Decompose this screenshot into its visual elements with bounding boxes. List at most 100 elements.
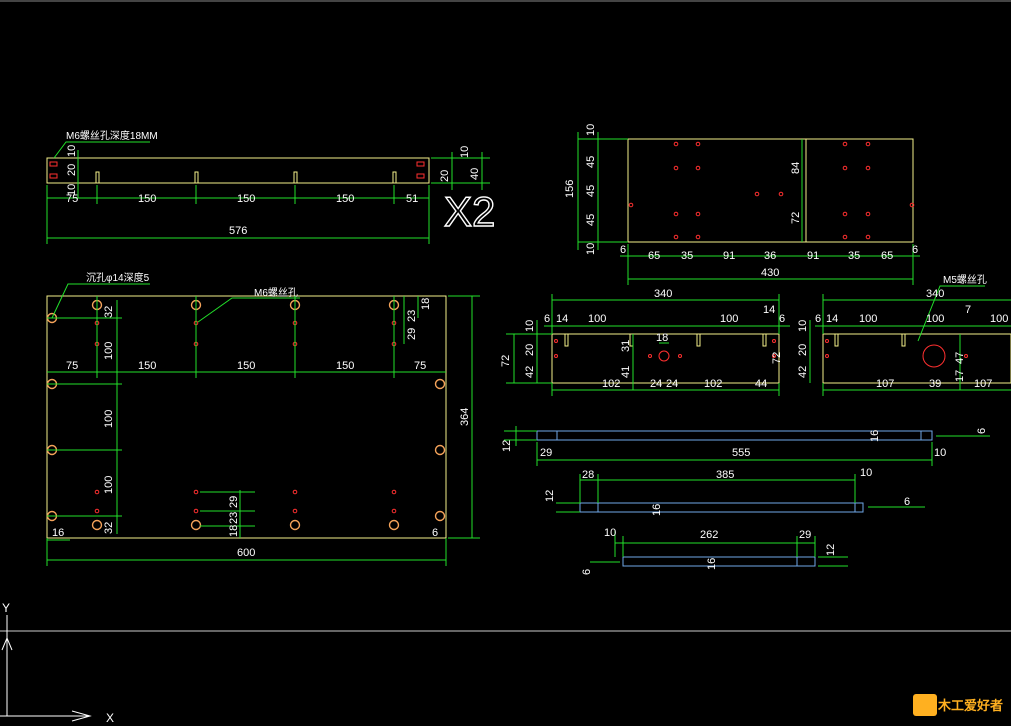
m6-hole bbox=[292, 508, 298, 514]
ucs-axes: Y X bbox=[0, 601, 1011, 725]
dim-label: 10 bbox=[66, 145, 78, 157]
dim-label: 10 bbox=[66, 184, 78, 196]
hole-marker bbox=[648, 354, 652, 358]
dim-label: 7 bbox=[965, 304, 971, 316]
slot bbox=[293, 171, 298, 184]
dim-label: 51 bbox=[406, 193, 418, 205]
hole-marker bbox=[772, 339, 776, 343]
dim-label: 45 bbox=[585, 185, 597, 197]
dim-label: 102 bbox=[602, 378, 620, 390]
dim-label: 150 bbox=[336, 193, 354, 205]
dim-label: 18 bbox=[228, 525, 240, 537]
dim-label: 29 bbox=[228, 496, 240, 508]
counterbore-hole bbox=[434, 510, 446, 522]
dim-label: 47 bbox=[954, 352, 966, 364]
hole-marker bbox=[772, 354, 776, 358]
dim-label: 150 bbox=[138, 193, 156, 205]
profile-b-drawing: M5螺丝孔 340 6 14 100 100 100 7 47 17 107 3… bbox=[815, 274, 1011, 396]
dim-label: 20 bbox=[439, 170, 451, 182]
dim-label: 75 bbox=[66, 360, 78, 372]
hole-marker bbox=[964, 354, 968, 358]
large-plate-drawing: 沉孔φ14深度5 M6螺丝孔 75 150 150 150 75 32 100 … bbox=[46, 271, 480, 566]
m6-hole bbox=[391, 489, 397, 495]
dim-label: 10 bbox=[585, 243, 597, 255]
m6-hole bbox=[391, 508, 397, 514]
dim-label: 107 bbox=[876, 378, 894, 390]
leader-line bbox=[197, 297, 300, 323]
dim-label: 16 bbox=[52, 527, 64, 539]
dim-label: 100 bbox=[103, 476, 115, 494]
rod-3 bbox=[622, 556, 816, 567]
dim-label: 6 bbox=[904, 496, 910, 508]
plate-hole bbox=[842, 234, 848, 240]
dim-label: 150 bbox=[237, 360, 255, 372]
dim-label: 16 bbox=[706, 558, 718, 570]
leader-line bbox=[51, 283, 150, 319]
dim-label: 44 bbox=[755, 378, 767, 390]
dim-label: 12 bbox=[501, 440, 513, 452]
dim-label: 18 bbox=[420, 298, 432, 310]
dim-label: 100 bbox=[103, 410, 115, 428]
counterbore-hole bbox=[434, 378, 446, 390]
dim-label: 29 bbox=[540, 447, 552, 459]
dim-label: 100 bbox=[859, 313, 877, 325]
dim-label: 65 bbox=[648, 250, 660, 262]
slot bbox=[194, 171, 199, 184]
right-plate-drawing: 10 45 45 45 10 156 84 72 6 65 35 91 36 9… bbox=[564, 124, 920, 285]
dim-label: 39 bbox=[929, 378, 941, 390]
quantity-label: X2 bbox=[444, 188, 495, 235]
dim-label: 41 bbox=[620, 366, 632, 378]
slot bbox=[95, 171, 100, 184]
dim-label: 385 bbox=[716, 469, 734, 481]
dim-label: 29 bbox=[406, 328, 418, 340]
dim-label: 156 bbox=[564, 180, 576, 198]
dim-label: 102 bbox=[704, 378, 722, 390]
plate-hole bbox=[865, 141, 871, 147]
watermark-logo: 木工爱好者 bbox=[913, 694, 1003, 716]
profile-a-outline bbox=[551, 333, 780, 384]
dim-label: 100 bbox=[990, 313, 1008, 325]
dim-label: 430 bbox=[761, 267, 779, 279]
slot bbox=[564, 333, 569, 347]
plate-hole bbox=[865, 165, 871, 171]
rod-1 bbox=[536, 430, 933, 441]
plate-hole bbox=[842, 211, 848, 217]
top-bar-outline bbox=[46, 157, 430, 184]
dim-label: 12 bbox=[825, 544, 837, 556]
dim-label: 14 bbox=[556, 313, 568, 325]
dim-label: 45 bbox=[585, 214, 597, 226]
m6-hole bbox=[292, 489, 298, 495]
counterbore-hole bbox=[289, 519, 301, 531]
dim-label: 555 bbox=[732, 447, 750, 459]
plate-hole bbox=[673, 234, 679, 240]
slot bbox=[696, 333, 701, 347]
large-plate-outline bbox=[46, 295, 447, 539]
dim-label: 364 bbox=[459, 408, 471, 426]
dim-label: 10 bbox=[524, 320, 536, 332]
dim-label: 150 bbox=[237, 193, 255, 205]
dim-label: 72 bbox=[790, 212, 802, 224]
end-hole-marker bbox=[416, 173, 425, 179]
dim-label: 10 bbox=[934, 447, 946, 459]
m6-hole bbox=[193, 508, 199, 514]
slot bbox=[392, 171, 397, 184]
dim-label: 6 bbox=[581, 569, 593, 575]
dim-label: 6 bbox=[815, 313, 821, 325]
dim-label: 20 bbox=[524, 344, 536, 356]
dim-label: 72 bbox=[500, 355, 512, 367]
dim-label: 14 bbox=[763, 304, 775, 316]
top-bar-drawing: M6螺丝孔深度18MM 75 150 150 150 51 576 10 20 … bbox=[46, 129, 496, 244]
dim-label: 45 bbox=[585, 156, 597, 168]
plate-hole bbox=[673, 211, 679, 217]
dim-label: 24 bbox=[650, 378, 662, 390]
dim-label: 600 bbox=[237, 547, 255, 559]
dim-label: 10 bbox=[459, 146, 471, 158]
m6-hole bbox=[94, 508, 100, 514]
dim-label: 107 bbox=[974, 378, 992, 390]
watermark-badge-icon bbox=[913, 694, 937, 716]
plate-hole bbox=[695, 211, 701, 217]
plate-hole bbox=[673, 165, 679, 171]
rods-drawing: 12 16 6 29 555 10 28 385 10 12 16 6 bbox=[501, 426, 990, 575]
plate-hole bbox=[865, 211, 871, 217]
